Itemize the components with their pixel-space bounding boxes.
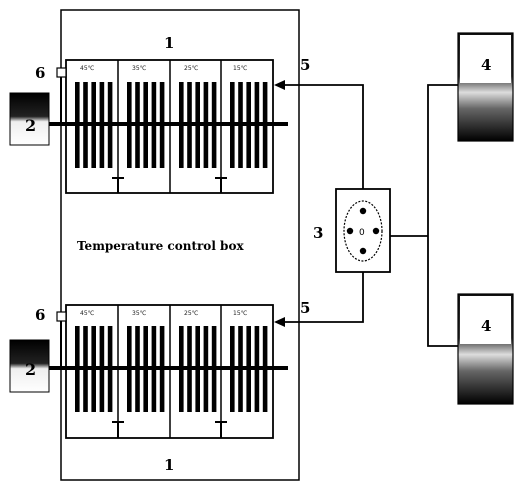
- top-inlet-label: 5: [300, 56, 310, 74]
- top-cell-label-2: 35℃: [132, 65, 147, 72]
- bottom-port-label: 2: [25, 360, 36, 379]
- hub-ellipse: [343, 200, 383, 262]
- top-tank-label: 4: [481, 56, 491, 74]
- top-port: [9, 92, 50, 146]
- top-sensor: [56, 67, 67, 78]
- svg-text:0: 0: [359, 228, 365, 238]
- bottom-cell-label-4: 15℃: [233, 310, 248, 317]
- bottom-module: 45℃ 35℃ 25℃ 15℃: [10, 304, 288, 439]
- top-cell-label-1: 45℃: [80, 65, 95, 72]
- bottom-cell-label-1: 45℃: [80, 310, 95, 317]
- bottom-inlet-label: 5: [300, 299, 310, 317]
- tank-feed-line: [427, 84, 458, 347]
- top-cell-label-4: 15℃: [233, 65, 248, 72]
- top-cell-label-3: 25℃: [184, 65, 199, 72]
- top-port-label: 2: [25, 116, 36, 135]
- top-sensor-label: 6: [35, 64, 45, 82]
- hub-label: 3: [313, 224, 323, 242]
- top-unit-label: 1: [164, 34, 174, 52]
- bottom-unit-label: 1: [164, 456, 174, 474]
- bottom-port: [9, 339, 50, 393]
- bottom-cell-label-2: 35℃: [132, 310, 147, 317]
- temperature-control-box: [60, 9, 300, 481]
- bottom-cell-label-3: 25℃: [184, 310, 199, 317]
- box-caption: Temperature control box: [77, 239, 244, 253]
- bottom-sensor-label: 6: [35, 306, 45, 324]
- top-module: 45℃ 35℃ 25℃ 15℃: [10, 59, 288, 194]
- distribution-hub: [335, 188, 391, 273]
- bottom-inlet-line: [276, 272, 364, 323]
- bottom-tank-label: 4: [481, 317, 491, 335]
- top-inlet-line: [276, 84, 364, 189]
- bottom-sensor: [56, 311, 67, 322]
